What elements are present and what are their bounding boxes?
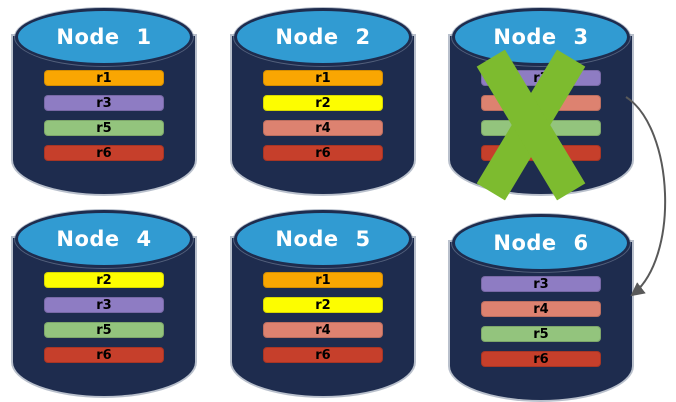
node-6: Node 6 r3 r4 r5 r6: [450, 214, 632, 400]
node-2-replica-r2: r2: [263, 95, 383, 111]
node-4-title: Node 4: [56, 226, 152, 251]
failover-arrow: [625, 96, 666, 297]
node-4-replica-r6-label: r6: [96, 347, 112, 363]
node-5-title: Node 5: [275, 226, 371, 251]
node-5-cylinder-top: Node 5: [234, 210, 412, 268]
node-5-replica-r2: r2: [263, 297, 383, 313]
node-6-replica-r3: r3: [481, 276, 601, 292]
node-6-replica-r4: r4: [481, 301, 601, 317]
node-1-title: Node 1: [56, 24, 152, 49]
node-6-cylinder-top: Node 6: [452, 214, 630, 272]
node-2: Node 2 r1 r2 r4 r6: [232, 8, 414, 194]
node-1-replica-list: r1 r3 r5 r6: [44, 70, 164, 170]
node-2-cylinder-top: Node 2: [234, 8, 412, 66]
node-5-replica-r6: r6: [263, 347, 383, 363]
node-1-replica-r3-label: r3: [96, 95, 112, 111]
node-4-replica-list: r2 r3 r5 r6: [44, 272, 164, 372]
node-4-cylinder-top: Node 4: [15, 210, 193, 268]
node-2-replica-r6: r6: [263, 145, 383, 161]
node-2-replica-list: r1 r2 r4 r6: [263, 70, 383, 170]
node-5-replica-r1: r1: [263, 272, 383, 288]
node-1-replica-r5: r5: [44, 120, 164, 136]
node-4-replica-r6: r6: [44, 347, 164, 363]
node-1-replica-r1: r1: [44, 70, 164, 86]
node-3-cylinder-top: Node 3: [452, 8, 630, 66]
node-4-replica-r5: r5: [44, 322, 164, 338]
node-4-replica-r3-label: r3: [96, 297, 112, 313]
node-6-replica-r5: r5: [481, 326, 601, 342]
node-5: Node 5 r1 r2 r4 r6: [232, 210, 414, 396]
node-2-replica-r4: r4: [263, 120, 383, 136]
node-1-replica-r1-label: r1: [96, 70, 112, 86]
node-6-replica-r6-label: r6: [533, 351, 549, 367]
node-4: Node 4 r2 r3 r5 r6: [13, 210, 195, 396]
node-2-title: Node 2: [275, 24, 371, 49]
node-1-replica-r6-label: r6: [96, 145, 112, 161]
node-4-replica-r2: r2: [44, 272, 164, 288]
failover-arrow-path: [625, 96, 666, 297]
node-2-replica-r6-label: r6: [315, 145, 331, 161]
node-6-replica-list: r3 r4 r5 r6: [481, 276, 601, 376]
node-5-replica-list: r1 r2 r4 r6: [263, 272, 383, 372]
node-1-replica-r6: r6: [44, 145, 164, 161]
node-4-replica-r3: r3: [44, 297, 164, 313]
node-5-replica-r4-label: r4: [315, 322, 331, 338]
node-3-title: Node 3: [493, 24, 589, 49]
failure-x-icon: [476, 49, 586, 200]
node-1-cylinder-top: Node 1: [15, 8, 193, 66]
node-4-replica-r2-label: r2: [96, 272, 112, 288]
node-6-replica-r3-label: r3: [533, 276, 549, 292]
node-5-replica-r1-label: r1: [315, 272, 331, 288]
node-6-replica-r6: r6: [481, 351, 601, 367]
node-1-replica-r3: r3: [44, 95, 164, 111]
node-3: Node 3 r3: [450, 8, 632, 200]
node-5-replica-r6-label: r6: [315, 347, 331, 363]
node-6-title: Node 6: [493, 230, 589, 255]
node-1-replica-r5-label: r5: [96, 120, 112, 136]
node-2-replica-r2-label: r2: [315, 95, 331, 111]
node-1: Node 1 r1 r3 r5 r6: [13, 8, 195, 194]
node-4-replica-r5-label: r5: [96, 322, 112, 338]
node-5-replica-r2-label: r2: [315, 297, 331, 313]
node-6-replica-r4-label: r4: [533, 301, 549, 317]
node-5-replica-r4: r4: [263, 322, 383, 338]
node-2-replica-r1-label: r1: [315, 70, 331, 86]
node-6-replica-r5-label: r5: [533, 326, 549, 342]
node-2-replica-r1: r1: [263, 70, 383, 86]
node-2-replica-r4-label: r4: [315, 120, 331, 136]
